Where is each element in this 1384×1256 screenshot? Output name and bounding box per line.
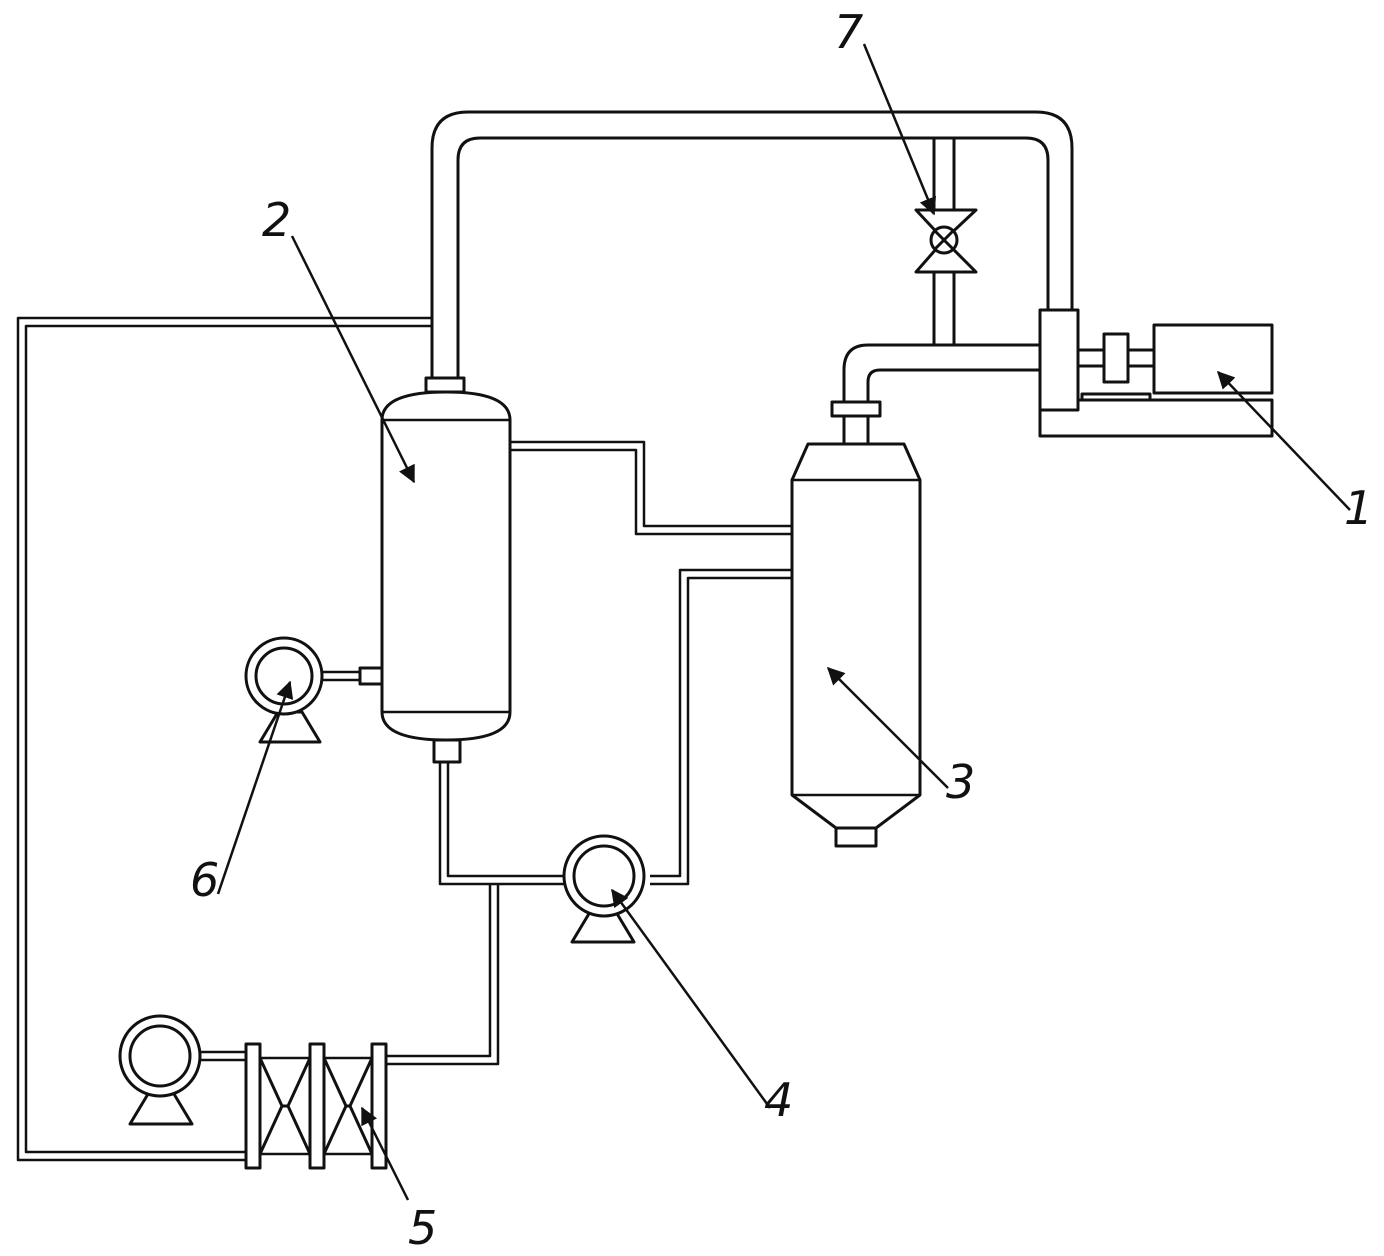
leader-6 [216,680,294,895]
branch-to-hx-b [385,884,500,1066]
top-pipe-inner [456,136,1050,380]
separator-vessel [358,376,512,764]
compressor-coupling [1102,332,1130,384]
compressor-base [1038,398,1274,438]
leader-4 [610,888,772,1109]
leader-7 [862,43,936,216]
v2-to-pump4-b [446,760,565,878]
left-loop-inner [24,324,432,1154]
evap-to-pump4-b [650,576,792,886]
valve [914,208,978,274]
leader-3 [826,666,949,789]
comp-to-evap-pipe-lower [866,368,1042,404]
leader-lines [216,43,1351,1201]
evap-to-pump4-a [650,568,792,878]
vessel-bottom-nozzle [432,738,462,764]
evap-top-flange [830,400,882,418]
hx-bellows-2 [322,1056,374,1156]
label-3: 3 [946,755,975,809]
pump6-impeller [254,646,314,706]
circulation-pump [562,834,646,944]
v2-to-pump4-a [438,760,565,886]
top-pipe-outer [430,110,1074,380]
label-1: 1 [1344,481,1373,535]
v2-to-evap-upper-b [510,448,792,536]
leader-1 [1216,370,1351,511]
vacuum-pump [244,636,324,744]
vessel-top-nozzle [424,376,466,394]
feed-pump [118,1014,202,1126]
evap-shell [790,442,922,830]
compressor-foot [1080,392,1152,402]
hx-plate-2 [308,1042,326,1170]
label-2: 2 [262,193,291,247]
pump6-foot [258,710,322,744]
compressor-unit [1038,308,1274,438]
evaporator-column [790,400,922,848]
label-4: 4 [764,1073,793,1127]
branch-to-hx-a [385,884,492,1058]
pipe-network [16,110,1074,1162]
hx-bellows-1 [258,1056,312,1156]
label-7: 7 [834,5,863,59]
evap-top-neck [842,414,870,446]
vessel-side-nozzle [358,666,384,686]
label-5: 5 [408,1201,437,1255]
left-loop-outer [16,316,432,1162]
valve-body-bottom [914,238,978,274]
leader-2 [290,235,416,484]
part-labels: 1 2 3 4 5 6 7 [190,5,1373,1255]
label-6: 6 [190,853,219,907]
leader-5 [360,1106,410,1201]
evap-bottom-outlet [834,826,878,848]
comp-to-evap-pipe-upper [842,343,1042,404]
feed-pump-foot [128,1092,194,1126]
compressor-body [1038,308,1080,412]
heat-exchanger [244,1042,388,1170]
v2-to-evap-upper-a [510,440,792,528]
compressor-shaft [1076,348,1156,368]
valve-body-top [914,208,978,242]
feed-pump-impeller [128,1024,192,1088]
compressor-motor [1152,323,1274,395]
hx-plate-1 [244,1042,262,1170]
pump4-impeller [572,844,636,908]
vessel-shell [380,390,512,742]
